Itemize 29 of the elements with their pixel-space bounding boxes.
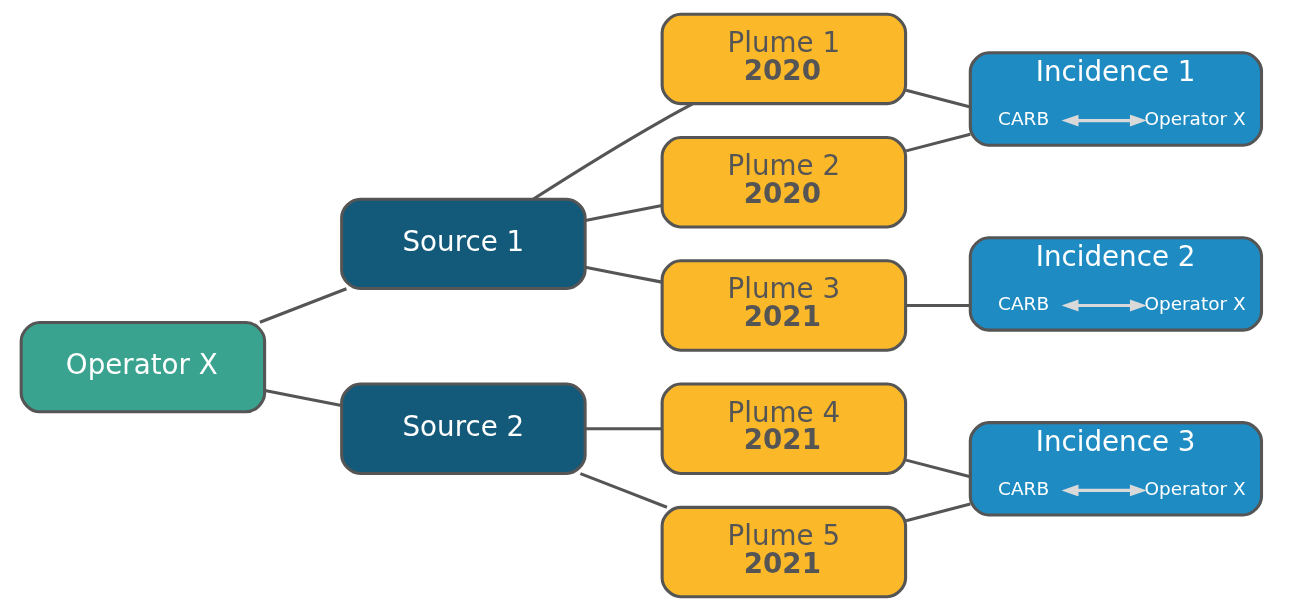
connector — [264, 389, 342, 407]
connector — [905, 88, 971, 109]
node-text: CARB — [997, 478, 1049, 500]
connector — [905, 132, 971, 153]
connector — [584, 265, 662, 284]
connector — [584, 204, 662, 222]
connector — [258, 287, 347, 324]
arrow — [1061, 114, 1147, 127]
node-box: Plume 3 2021 — [660, 259, 907, 352]
node-text: CARB — [997, 293, 1049, 315]
connector — [579, 472, 667, 509]
node-box: Operator X — [19, 320, 266, 414]
node-box: Plume 2 2020 — [660, 136, 907, 229]
node-text: Operator X — [1143, 293, 1246, 315]
node-text: Operator X — [1143, 108, 1246, 130]
node-text: CARB — [997, 108, 1049, 130]
node-text: Operator X — [1143, 478, 1246, 500]
connector — [584, 427, 662, 431]
node-box: Source 2 — [339, 382, 587, 475]
connector — [905, 303, 970, 308]
node-box: Plume 1 2020 — [660, 12, 907, 106]
connector — [905, 458, 971, 479]
arrow — [1061, 299, 1147, 312]
connector — [905, 502, 971, 523]
node-box: Plume 4 2021 — [660, 382, 907, 475]
node-box: Plume 5 2021 — [660, 505, 907, 599]
node-box: Source 1 — [339, 197, 587, 291]
connector — [532, 102, 693, 201]
arrow — [1061, 484, 1147, 497]
